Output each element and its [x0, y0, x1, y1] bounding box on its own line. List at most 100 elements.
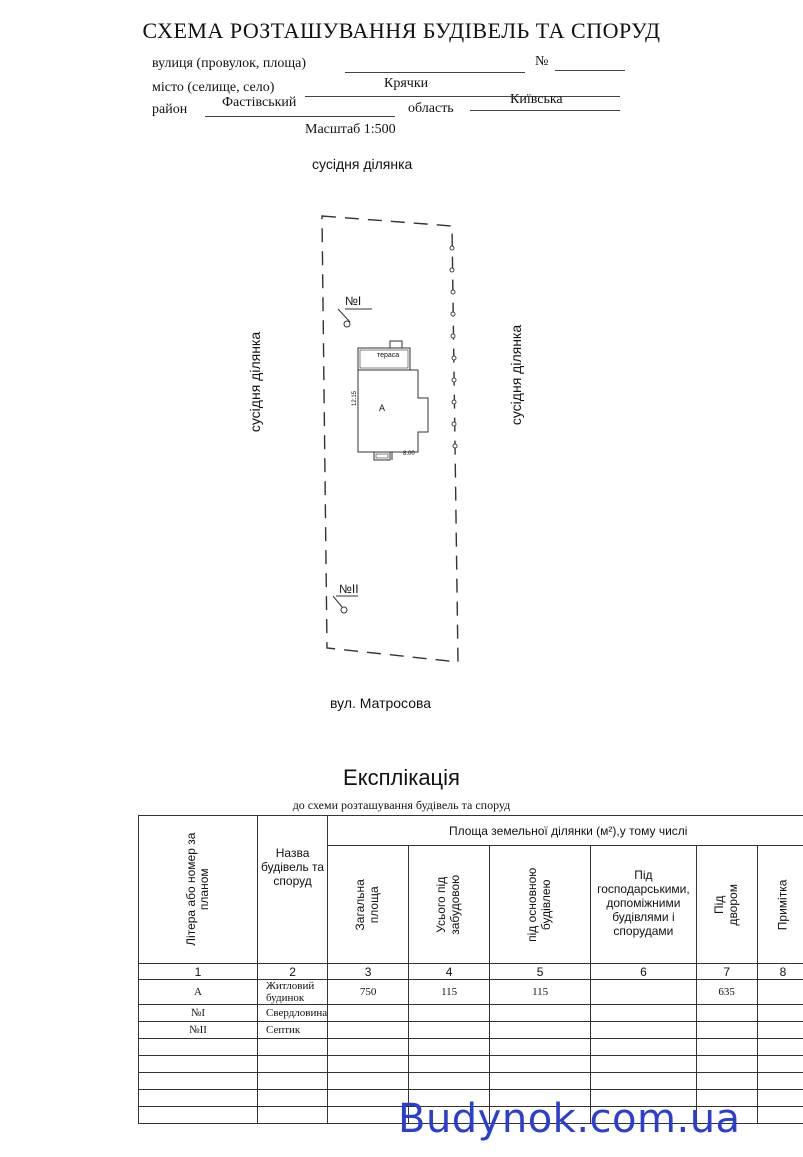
cell-main [489, 1004, 592, 1022]
header-name: Назва будівель та споруд [256, 815, 329, 964]
watermark: Budynok.com.ua [398, 1096, 741, 1142]
header-area-group: Площа земельної ділянки (м²),у тому числ… [327, 815, 803, 846]
cell-note [756, 1038, 803, 1056]
cell-built [408, 1072, 491, 1090]
header-note: Примітка [756, 845, 803, 964]
cell-name: Септик [256, 1021, 329, 1039]
header-total: Загальна площа [327, 845, 410, 964]
cell-yard: 635 [695, 979, 758, 1005]
explication-title: Експлікація [343, 765, 460, 790]
cell-aux [590, 1055, 697, 1073]
cell-note [756, 1089, 803, 1107]
cell-total [327, 1038, 410, 1056]
cell-aux [590, 1004, 697, 1022]
cell-note [756, 979, 803, 1005]
header-yard: Під двором [695, 845, 758, 964]
number-label: № [535, 54, 549, 69]
cell-name [256, 1038, 329, 1056]
cell-aux [590, 979, 697, 1005]
cell-yard [695, 1004, 758, 1022]
cell-main [489, 1106, 592, 1124]
cell-main [489, 1055, 592, 1073]
col-num: 8 [756, 963, 803, 980]
cell-total: 750 [327, 979, 410, 1005]
cell-yard [695, 1038, 758, 1056]
col-num: 1 [138, 963, 258, 980]
district-value: Фастівський [222, 95, 297, 110]
cell-letter [138, 1055, 258, 1073]
building-side-dimension: 12.15 [352, 390, 358, 406]
cell-name [256, 1089, 329, 1107]
document-title: СХЕМА РОЗТАШУВАННЯ БУДІВЕЛЬ ТА СПОРУД [142, 18, 661, 43]
col-num: 4 [408, 963, 491, 980]
number-line [555, 70, 625, 71]
cell-total [327, 1089, 410, 1107]
col-num: 7 [695, 963, 758, 980]
cell-letter: А [138, 979, 258, 1005]
south-street-label: вул. Матросова [330, 695, 432, 711]
street-label: вулиця (провулок, площа) [152, 56, 307, 71]
septic-marker [332, 595, 358, 614]
table-row [138, 1089, 803, 1107]
cell-note [756, 1004, 803, 1022]
cell-note [756, 1021, 803, 1039]
cell-name: Свердловина [256, 1004, 329, 1022]
column-number-row: 1 2 3 4 5 6 7 8 [138, 963, 803, 980]
cell-name: Житловий будинок [256, 979, 329, 1005]
region-line [470, 110, 620, 111]
terrace-label: тераса [377, 352, 400, 359]
septic-marker-label: №II [339, 582, 359, 596]
cell-letter: №I [138, 1004, 258, 1022]
north-neighbor-label: сусідня ділянка [312, 156, 413, 172]
col-num: 3 [327, 963, 410, 980]
city-line [305, 96, 620, 97]
explication-table: Літера або номер за планом Назва будівел… [138, 815, 803, 1124]
cell-letter: №II [138, 1021, 258, 1039]
cell-main [489, 1021, 592, 1039]
region-value: Київська [510, 92, 563, 107]
header-built-all: Усього під забудовою [408, 845, 491, 964]
scale-label: Масштаб 1:500 [305, 122, 396, 137]
cell-note [756, 1055, 803, 1073]
city-label: місто (селище, село) [152, 80, 275, 95]
district-line [205, 116, 395, 117]
cell-yard [695, 1021, 758, 1039]
well-marker [337, 308, 372, 328]
cell-yard [695, 1072, 758, 1090]
cell-built [408, 1021, 491, 1039]
cell-total [327, 1055, 410, 1073]
table-row [138, 1038, 803, 1056]
header-letter: Літера або номер за планом [138, 815, 258, 964]
cell-total [327, 1072, 410, 1090]
cell-letter [138, 1089, 258, 1107]
col-num: 6 [590, 963, 697, 980]
cell-yard [695, 1106, 758, 1124]
table-row [138, 1106, 803, 1124]
fence-posts [449, 245, 458, 449]
site-plan-drawing [321, 215, 459, 663]
cell-total [327, 1106, 410, 1124]
col-num: 2 [256, 963, 329, 980]
building-bottom-dimension: 8.00 [403, 451, 415, 457]
cell-built [408, 1055, 491, 1073]
cell-main [489, 1038, 592, 1056]
cell-aux [590, 1021, 697, 1039]
cell-letter [138, 1072, 258, 1090]
cell-name [256, 1106, 329, 1124]
cell-main: 115 [489, 979, 592, 1005]
cell-name [256, 1055, 329, 1073]
cell-aux [590, 1072, 697, 1090]
cell-built: 115 [408, 979, 491, 1005]
cell-letter [138, 1038, 258, 1056]
cell-built [408, 1004, 491, 1022]
table-row [138, 1072, 803, 1090]
cell-main [489, 1072, 592, 1090]
cell-built [408, 1038, 491, 1056]
cell-yard [695, 1055, 758, 1073]
region-label: область [408, 101, 454, 116]
building-letter: А [379, 403, 386, 413]
well-marker-label: №I [345, 294, 362, 308]
city-value: Крячки [384, 76, 429, 91]
cell-letter [138, 1106, 258, 1124]
cell-total [327, 1004, 410, 1022]
